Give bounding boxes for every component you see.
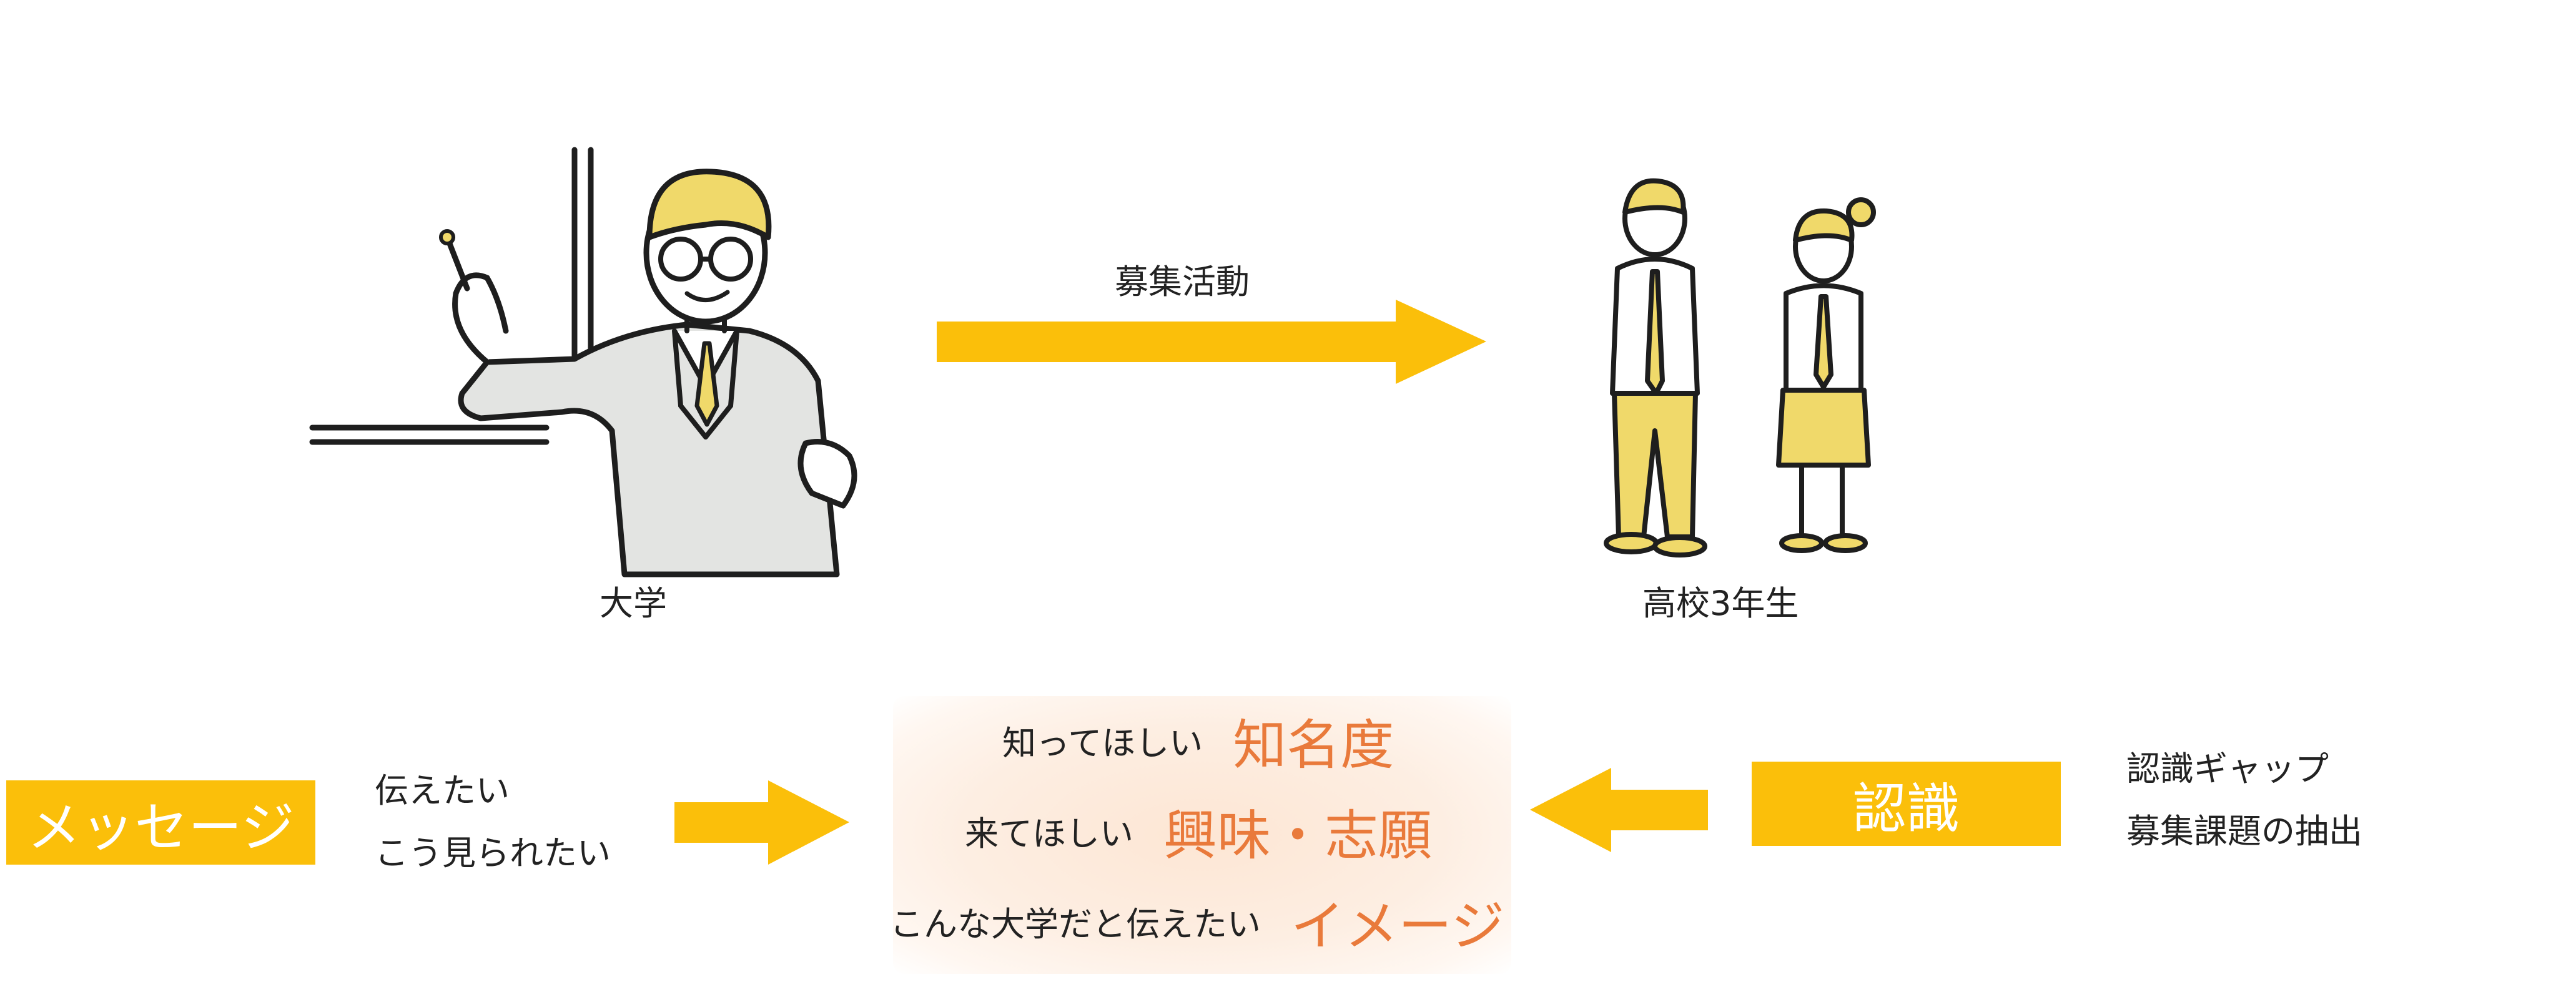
recognition-line-1: 認識ギャップ <box>2126 749 2329 788</box>
message-line-2: こう見られたい <box>375 833 611 873</box>
students-illustration <box>1604 178 1876 557</box>
image-keyword: イメージ <box>1291 895 1505 958</box>
interest-caption: 来てほしい <box>965 813 1133 853</box>
image-row: こんな大学だと伝えたい イメージ <box>890 886 1504 958</box>
interest-keyword: 興味・志願 <box>1163 804 1432 867</box>
center-panel <box>893 696 1511 974</box>
professor-illustration <box>309 147 857 577</box>
students-label: 高校3年生 <box>1642 584 1799 623</box>
message-arrow <box>674 780 849 865</box>
recognition-line-2: 募集課題の抽出 <box>2126 812 2362 851</box>
awareness-caption: 知ってほしい <box>1002 723 1203 763</box>
image-caption: こんな大学だと伝えたい <box>890 904 1261 944</box>
recognition-arrow <box>1530 768 1708 852</box>
recognition-box: 認識 <box>1752 762 2061 846</box>
awareness-keyword: 知名度 <box>1233 714 1394 777</box>
message-box: メッセージ <box>6 780 315 865</box>
message-line-1: 伝えたい <box>375 771 510 810</box>
awareness-row: 知ってほしい 知名度 <box>1002 705 1394 777</box>
interest-row: 来てほしい 興味・志願 <box>965 796 1432 867</box>
recruitment-activity-label: 募集活動 <box>1115 262 1250 302</box>
university-label: 大学 <box>600 584 667 623</box>
recruitment-arrow <box>937 300 1486 384</box>
